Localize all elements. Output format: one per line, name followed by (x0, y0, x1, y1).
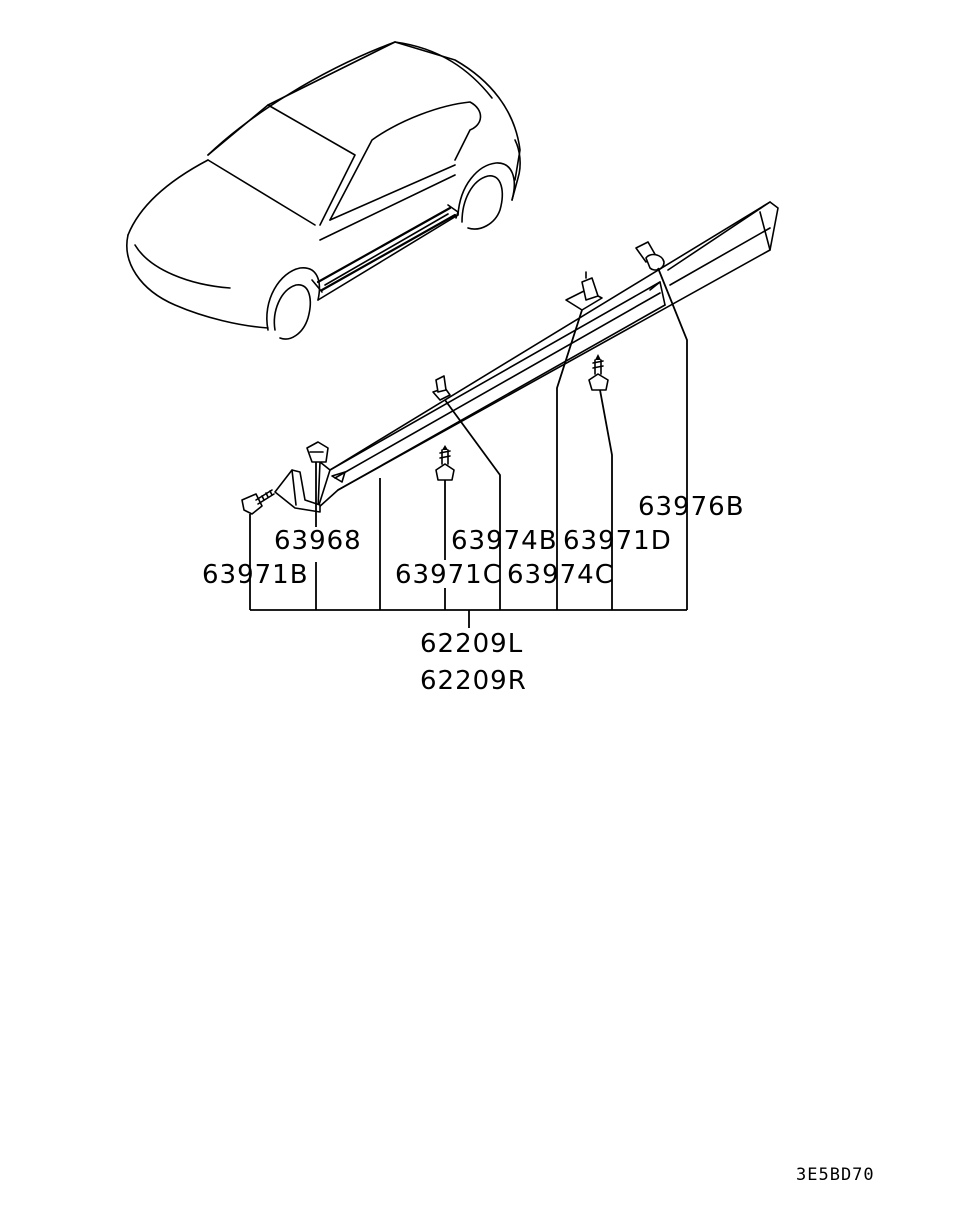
fastener-63971d (588, 354, 609, 391)
fastener-63974c (565, 271, 603, 311)
label-63971d: 63971D (563, 526, 672, 556)
label-62209r: 62209R (420, 666, 527, 696)
label-63971b: 63971B (202, 560, 309, 590)
label-63974b: 63974B (451, 526, 558, 556)
part-number-labels: 63976B 63968 63974B 63971D 63971B 63971C… (202, 492, 745, 696)
car-illustration (126, 41, 521, 340)
side-skirt-part (274, 201, 779, 513)
label-63971c: 63971C (395, 560, 502, 590)
fastener-63976b (635, 241, 665, 271)
diagram-reference-code: 3E5BD70 (796, 1165, 875, 1185)
fastener-63971c (435, 445, 455, 481)
label-63968: 63968 (274, 526, 362, 556)
label-62209l: 62209L (420, 629, 523, 659)
fastener-63971b (241, 489, 275, 515)
leader-lines (249, 267, 688, 628)
label-63974c: 63974C (507, 560, 614, 590)
fastener-63974b (432, 375, 451, 401)
label-63976b: 63976B (638, 492, 745, 522)
